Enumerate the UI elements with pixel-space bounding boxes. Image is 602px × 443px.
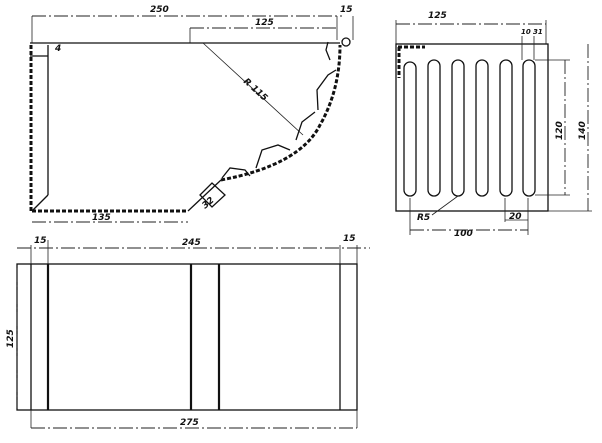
dim-10-label: 10 xyxy=(521,28,531,36)
dim-31-label: 31 xyxy=(533,28,543,36)
dim-125-label: 125 xyxy=(6,329,16,348)
dim-140-label: 140 xyxy=(578,121,588,140)
dim-15-right-label: 15 xyxy=(343,234,356,244)
dim-275-label: 275 xyxy=(180,418,199,428)
dim-20-label: 20 xyxy=(509,212,522,222)
plan-view-outline xyxy=(16,263,358,411)
dim-125-label: 125 xyxy=(255,18,274,28)
radius-label: R 115 xyxy=(241,77,269,104)
dim-15-left-label: 15 xyxy=(34,236,47,246)
end-view: 125 10 31 120 140 R5 20 100 xyxy=(395,11,592,239)
dim-245-label: 245 xyxy=(182,238,201,248)
dim-125-label: 125 xyxy=(428,11,447,21)
plan-view: 15 245 15 125 275 xyxy=(6,234,370,429)
slots xyxy=(403,59,536,197)
radius-line xyxy=(202,42,304,136)
dim-4-label: 4 xyxy=(54,44,61,54)
dim-250-label: 250 xyxy=(150,5,169,15)
dim-135-label: 135 xyxy=(92,213,111,223)
dim-15-label: 15 xyxy=(340,5,353,15)
dim-120-label: 120 xyxy=(555,121,565,140)
end-view-outline xyxy=(395,43,549,212)
radius-label: R5 xyxy=(417,213,430,223)
curved-wall xyxy=(220,44,342,182)
dim-100-label: 100 xyxy=(454,229,473,239)
side-view: 250 125 15 R 115 4 135 32 xyxy=(29,5,354,223)
